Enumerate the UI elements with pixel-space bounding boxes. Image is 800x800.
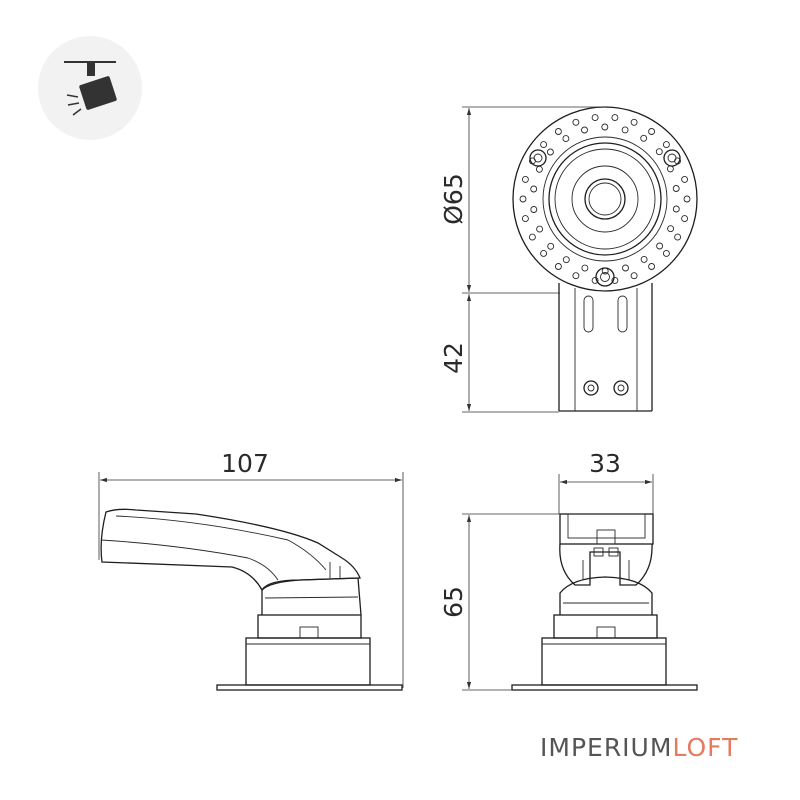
ring-hole xyxy=(672,185,680,192)
ring-hole xyxy=(601,123,609,131)
ring-hole xyxy=(622,264,629,272)
ring-hole xyxy=(640,255,648,263)
ring-hole xyxy=(655,148,663,156)
front-view xyxy=(511,513,698,691)
ring-hole xyxy=(521,215,529,223)
ring-hole xyxy=(662,249,670,257)
ring-hole xyxy=(640,134,648,142)
diameter-dimension: Ø65 xyxy=(439,106,605,294)
ring-hole xyxy=(546,148,554,156)
ring-hole xyxy=(521,175,529,183)
ring-hole xyxy=(530,206,538,213)
side-width-dimension: 107 xyxy=(98,449,404,688)
brand-logo: IMPERIUMLOFT xyxy=(540,733,738,762)
ring-hole xyxy=(621,126,629,134)
front-width-label: 33 xyxy=(589,449,621,478)
ring-hole xyxy=(683,195,691,203)
ring-hole xyxy=(554,263,562,270)
brand-part1: IMPERIUM xyxy=(540,733,673,762)
ring-hole xyxy=(681,175,689,183)
ring-hole xyxy=(672,205,680,213)
ring-hole xyxy=(562,256,570,264)
ring-hole xyxy=(547,242,555,250)
ring-hole xyxy=(591,114,599,122)
ring-hole xyxy=(656,242,664,250)
ring-hole xyxy=(674,233,682,241)
ring-hole xyxy=(681,215,689,223)
ring-hole xyxy=(540,249,548,257)
front-width-dimension: 33 xyxy=(558,449,654,514)
ring-hole xyxy=(591,276,599,284)
ring-hole xyxy=(528,233,536,241)
ring-hole xyxy=(554,128,562,135)
top-view xyxy=(512,106,698,412)
ring-hole xyxy=(562,135,570,143)
ring-hole xyxy=(581,126,588,134)
side-view xyxy=(100,508,403,691)
ring-hole xyxy=(648,263,656,270)
ring-hole xyxy=(648,128,656,135)
ring-hole xyxy=(530,185,538,193)
side-width-label: 107 xyxy=(221,449,269,478)
ring-hole xyxy=(572,118,580,126)
ring-hole xyxy=(536,225,544,233)
bracket-height-label: 42 xyxy=(439,342,468,374)
track-spotlight-icon xyxy=(38,36,142,140)
ring-hole xyxy=(572,272,580,280)
ring-hole xyxy=(630,118,638,126)
ring-hole xyxy=(666,165,674,173)
ring-hole xyxy=(581,264,589,272)
ring-hole xyxy=(662,141,670,149)
ring-hole xyxy=(667,225,675,233)
ring-hole xyxy=(535,165,543,173)
ring-hole xyxy=(611,114,619,122)
front-height-dimension: 65 xyxy=(439,513,560,691)
ring-hole xyxy=(540,141,548,149)
brand-part2: LOFT xyxy=(672,733,739,762)
ring-hole xyxy=(611,276,619,284)
ring-hole xyxy=(519,195,527,203)
diameter-label: Ø65 xyxy=(439,173,468,225)
front-height-label: 65 xyxy=(439,586,468,618)
ring-hole xyxy=(630,272,638,280)
bracket-height-dimension: 42 xyxy=(439,294,559,413)
